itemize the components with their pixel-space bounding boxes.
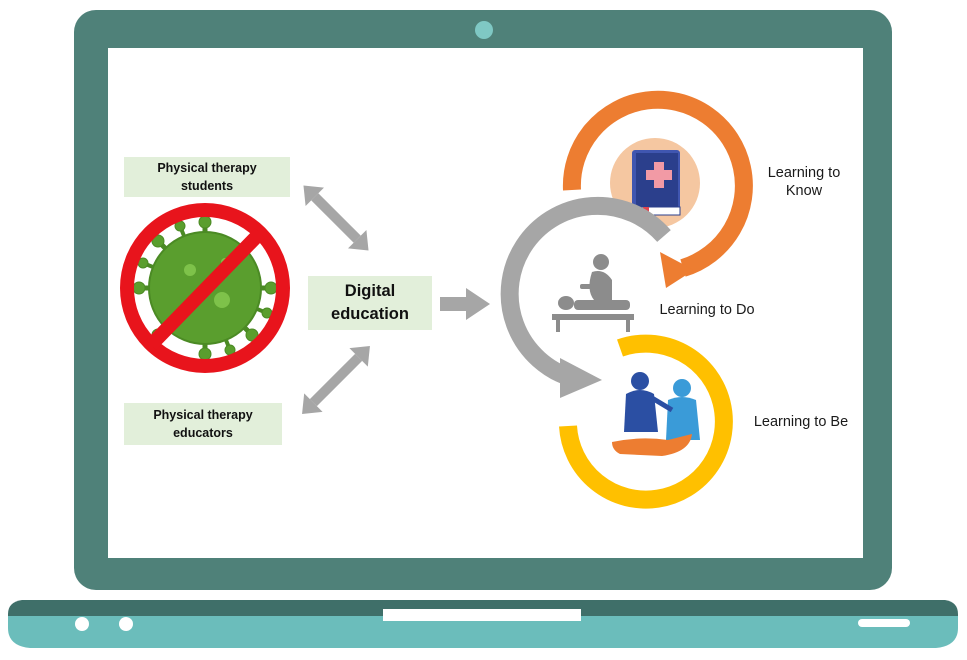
educators-link-arrow [302, 346, 370, 414]
medical-book-icon [631, 150, 681, 221]
students-label: Physical therapy students [124, 157, 290, 197]
know-cycle-arrow [562, 90, 753, 288]
physical-therapy-patient-icon [552, 254, 634, 332]
learning-to-be-label: Learning to Be [753, 414, 849, 430]
do-cycle-arrow [500, 196, 671, 398]
digital-education-label: Digital education [308, 276, 432, 330]
be-cycle-arrow [559, 334, 733, 509]
learning-to-do-label: Learning to Do [659, 302, 755, 318]
laptop-base [8, 600, 958, 648]
caring-people-hand-icon [612, 372, 700, 456]
education-outcome-arrow [440, 288, 490, 320]
learning-to-know-label: Learning to Know [767, 165, 841, 199]
no-virus-icon [120, 203, 290, 373]
students-link-arrow [303, 185, 369, 251]
webcam-icon [475, 21, 493, 39]
educators-label: Physical therapy educators [124, 403, 282, 445]
